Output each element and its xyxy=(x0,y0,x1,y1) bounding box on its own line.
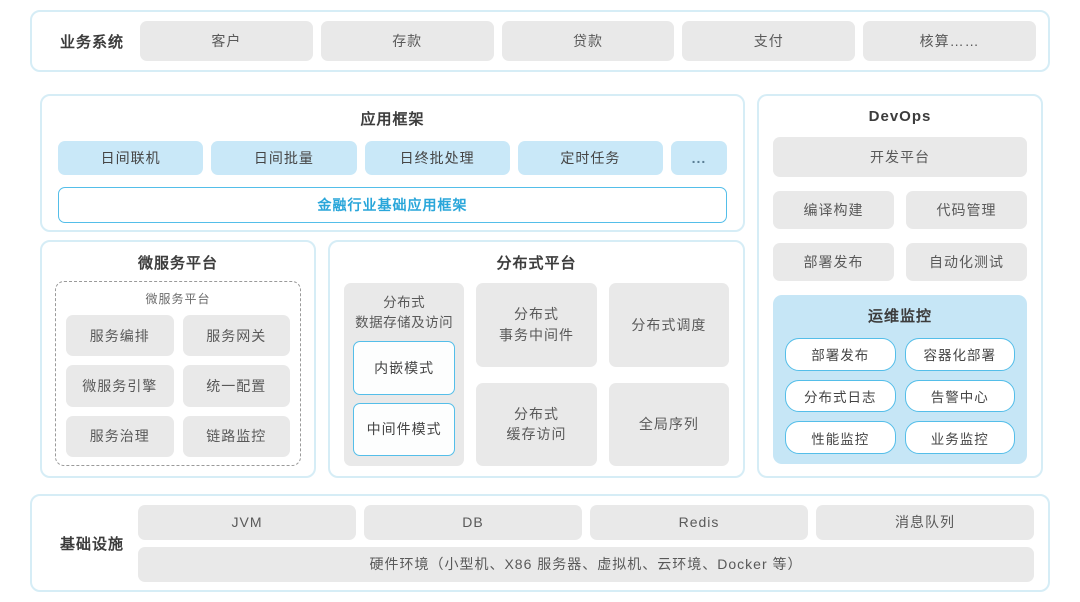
microservice-grid: 服务编排 服务网关 微服务引擎 统一配置 服务治理 链路监控 xyxy=(66,315,290,457)
app-framework-title: 应用框架 xyxy=(360,111,425,128)
business-item-payment: 支付 xyxy=(682,21,856,61)
distributed-middle-column: 分布式 事务中间件 分布式 缓存访问 xyxy=(476,283,597,466)
app-framework-items-row: 日间联机 日间批量 日终批处理 定时任务 ... xyxy=(58,141,727,175)
finance-base-framework-box: 金融行业基础应用框架 xyxy=(58,187,727,223)
business-systems-panel: 业务系统 客户 存款 贷款 支付 核算…… xyxy=(30,10,1050,72)
distributed-storage-box: 分布式 数据存储及访问 内嵌模式 中间件模式 xyxy=(344,283,465,466)
distributed-right-column: 分布式调度 全局序列 xyxy=(608,283,729,466)
micro-item-orchestration: 服务编排 xyxy=(66,315,174,357)
distributed-grid: 分布式 数据存储及访问 内嵌模式 中间件模式 分布式 事务中间件 分布式 缓存访… xyxy=(344,283,729,466)
distributed-platform-panel: 分布式平台 分布式 数据存储及访问 内嵌模式 中间件模式 分布式 事务中间件 分… xyxy=(328,240,745,478)
devops-item-auto-test: 自动化测试 xyxy=(906,243,1027,281)
micro-item-gateway: 服务网关 xyxy=(182,315,290,357)
monitor-item-alert-center: 告警中心 xyxy=(904,379,1015,413)
dist-item-cache-access: 分布式 缓存访问 xyxy=(476,382,597,466)
business-item-accounting: 核算…… xyxy=(863,21,1036,61)
micro-item-engine: 微服务引擎 xyxy=(66,365,174,407)
devops-title: DevOps xyxy=(868,108,932,125)
infrastructure-items-row: JVM DB Redis 消息队列 xyxy=(138,504,1034,540)
business-item-deposit: 存款 xyxy=(320,21,494,61)
devops-item-build: 编译构建 xyxy=(773,191,894,229)
app-item-scheduled-task: 定时任务 xyxy=(517,141,663,175)
devops-panel: DevOps 开发平台 编译构建 代码管理 部署发布 自动化测试 运维监控 部署… xyxy=(757,94,1043,478)
distributed-storage-label: 分布式 数据存储及访问 xyxy=(355,295,454,330)
app-item-more: ... xyxy=(671,141,727,175)
devops-row-2: 部署发布 自动化测试 xyxy=(773,243,1027,281)
dist-item-global-sequence: 全局序列 xyxy=(608,382,729,466)
distributed-title: 分布式平台 xyxy=(496,255,577,272)
app-item-eod-batch: 日终批处理 xyxy=(364,141,510,175)
monitor-item-business: 业务监控 xyxy=(904,421,1015,454)
devops-item-code-mgmt: 代码管理 xyxy=(906,191,1027,229)
infra-item-db: DB xyxy=(364,504,582,540)
infra-item-mq: 消息队列 xyxy=(816,504,1034,540)
app-item-daytime-batch: 日间批量 xyxy=(211,141,357,175)
monitor-item-container-deploy: 容器化部署 xyxy=(904,338,1015,371)
microservice-platform-panel: 微服务平台 微服务平台 服务编排 服务网关 微服务引擎 统一配置 服务治理 链路… xyxy=(40,240,316,478)
microservice-inner-box: 微服务平台 服务编排 服务网关 微服务引擎 统一配置 服务治理 链路监控 xyxy=(55,281,301,466)
monitor-item-performance: 性能监控 xyxy=(785,421,896,454)
infra-hardware-env: 硬件环境（小型机、X86 服务器、虚拟机、云环境、Docker 等） xyxy=(138,546,1034,582)
monitor-item-distributed-log: 分布式日志 xyxy=(785,379,896,413)
storage-mode-embedded: 内嵌模式 xyxy=(353,341,456,395)
devops-row-1: 编译构建 代码管理 xyxy=(773,191,1027,229)
devops-dev-platform: 开发平台 xyxy=(773,137,1027,177)
storage-mode-middleware: 中间件模式 xyxy=(353,402,456,456)
infra-item-jvm: JVM xyxy=(138,504,356,540)
infrastructure-label: 基础设施 xyxy=(59,535,124,553)
monitor-item-deploy: 部署发布 xyxy=(785,338,896,371)
business-systems-label: 业务系统 xyxy=(59,33,124,51)
micro-item-trace-monitor: 链路监控 xyxy=(182,415,290,457)
micro-item-governance: 服务治理 xyxy=(66,415,174,457)
app-framework-panel: 应用框架 日间联机 日间批量 日终批处理 定时任务 ... 金融行业基础应用框架 xyxy=(40,94,745,232)
microservice-inner-title: 微服务平台 xyxy=(145,292,211,306)
infrastructure-rows: JVM DB Redis 消息队列 硬件环境（小型机、X86 服务器、虚拟机、云… xyxy=(138,504,1034,582)
business-items-row: 客户 存款 贷款 支付 核算…… xyxy=(140,21,1036,61)
app-item-daytime-online: 日间联机 xyxy=(58,141,204,175)
business-item-customer: 客户 xyxy=(140,21,313,61)
ops-monitor-grid: 部署发布 容器化部署 分布式日志 告警中心 性能监控 业务监控 xyxy=(785,338,1015,454)
devops-item-deploy: 部署发布 xyxy=(773,243,894,281)
business-item-loan: 贷款 xyxy=(501,21,675,61)
dist-item-transaction-middleware: 分布式 事务中间件 xyxy=(476,283,597,367)
dist-item-scheduling: 分布式调度 xyxy=(608,283,729,367)
infra-item-redis: Redis xyxy=(590,504,808,540)
ops-monitor-title: 运维监控 xyxy=(867,308,932,325)
microservice-title: 微服务平台 xyxy=(137,255,218,272)
ops-monitor-panel: 运维监控 部署发布 容器化部署 分布式日志 告警中心 性能监控 业务监控 xyxy=(773,295,1027,464)
micro-item-unified-config: 统一配置 xyxy=(182,365,290,407)
infrastructure-panel: 基础设施 JVM DB Redis 消息队列 硬件环境（小型机、X86 服务器、… xyxy=(30,494,1050,592)
